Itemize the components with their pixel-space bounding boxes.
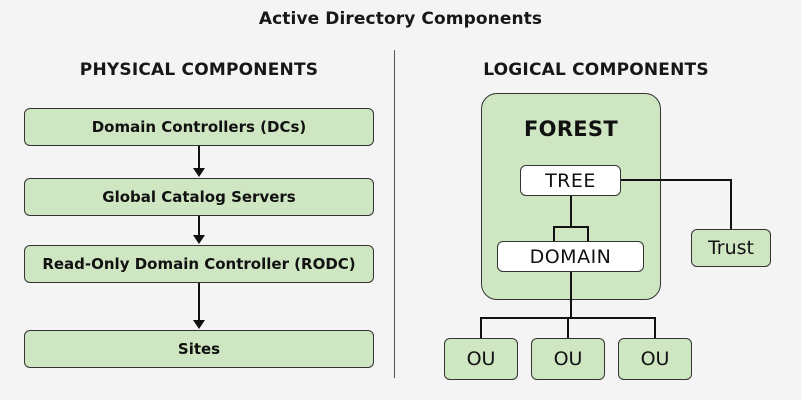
column-divider (394, 50, 395, 378)
page-title: Active Directory Components (258, 9, 543, 29)
arrow-line-0 (198, 146, 200, 170)
connector-tree-to-trust-vertical (730, 179, 732, 230)
physical-node-domain-controllers[interactable]: Domain Controllers (DCs) (24, 108, 374, 146)
arrow-head-2 (193, 320, 205, 329)
logical-node-ou-1[interactable]: OU (531, 338, 605, 380)
arrow-head-1 (193, 235, 205, 244)
logical-node-forest-label: FOREST (524, 117, 618, 141)
connector-tree-to-domain-vertical (570, 196, 572, 226)
physical-node-sites[interactable]: Sites (24, 330, 374, 368)
logical-node-ou-0[interactable]: OU (444, 338, 518, 380)
physical-node-rodc[interactable]: Read-Only Domain Controller (RODC) (24, 245, 374, 283)
arrow-head-0 (193, 168, 205, 177)
connector-tree-to-trust-horizontal (621, 179, 732, 181)
connector-ou-drop-2 (654, 317, 656, 339)
connector-ou-drop-0 (480, 317, 482, 339)
logical-components-heading: LOGICAL COMPONENTS (483, 60, 709, 80)
physical-components-heading: PHYSICAL COMPONENTS (79, 60, 319, 80)
arrow-line-1 (198, 216, 200, 237)
logical-node-domain[interactable]: DOMAIN (497, 241, 644, 272)
logical-node-trust[interactable]: Trust (691, 229, 771, 267)
connector-domain-to-ou-vertical (570, 272, 572, 319)
logical-node-tree[interactable]: TREE (520, 165, 621, 196)
logical-node-ou-2[interactable]: OU (618, 338, 692, 380)
arrow-line-2 (198, 283, 200, 321)
physical-node-global-catalog-servers[interactable]: Global Catalog Servers (24, 178, 374, 216)
connector-tree-to-domain-bracket (553, 226, 589, 241)
connector-ou-drop-1 (567, 317, 569, 339)
